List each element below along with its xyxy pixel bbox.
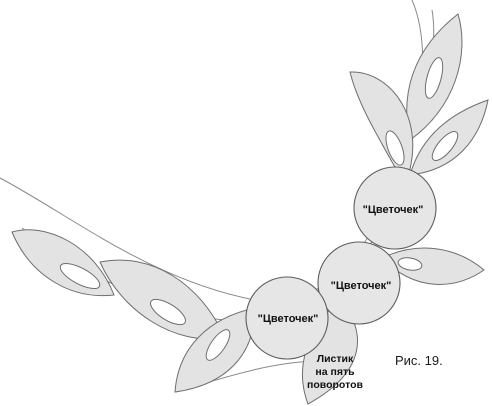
- flower-left-label: "Цветочек": [258, 313, 319, 325]
- flower-top-label: "Цветочек": [363, 204, 424, 216]
- leaf-label-line-3: поворотов: [307, 379, 363, 391]
- leaf-top: [406, 13, 463, 141]
- figure-caption: Рис. 19.: [395, 353, 443, 368]
- leaf-upper-left: [349, 71, 414, 187]
- flower-right-label: "Цветочек": [331, 280, 392, 292]
- flower-left: [245, 276, 329, 360]
- leaf-bottom-left: [174, 307, 256, 393]
- leaf-left-1: [11, 229, 115, 297]
- leaf-upper-right: [409, 99, 489, 176]
- leaf-label-line-2: на пять: [315, 366, 355, 378]
- leaf-right-middle: [381, 247, 485, 285]
- flower-right: [317, 241, 401, 325]
- leaf-label-line-1: Листик: [317, 353, 354, 365]
- flower-top: [353, 166, 437, 250]
- leaf-left-2: [99, 259, 226, 340]
